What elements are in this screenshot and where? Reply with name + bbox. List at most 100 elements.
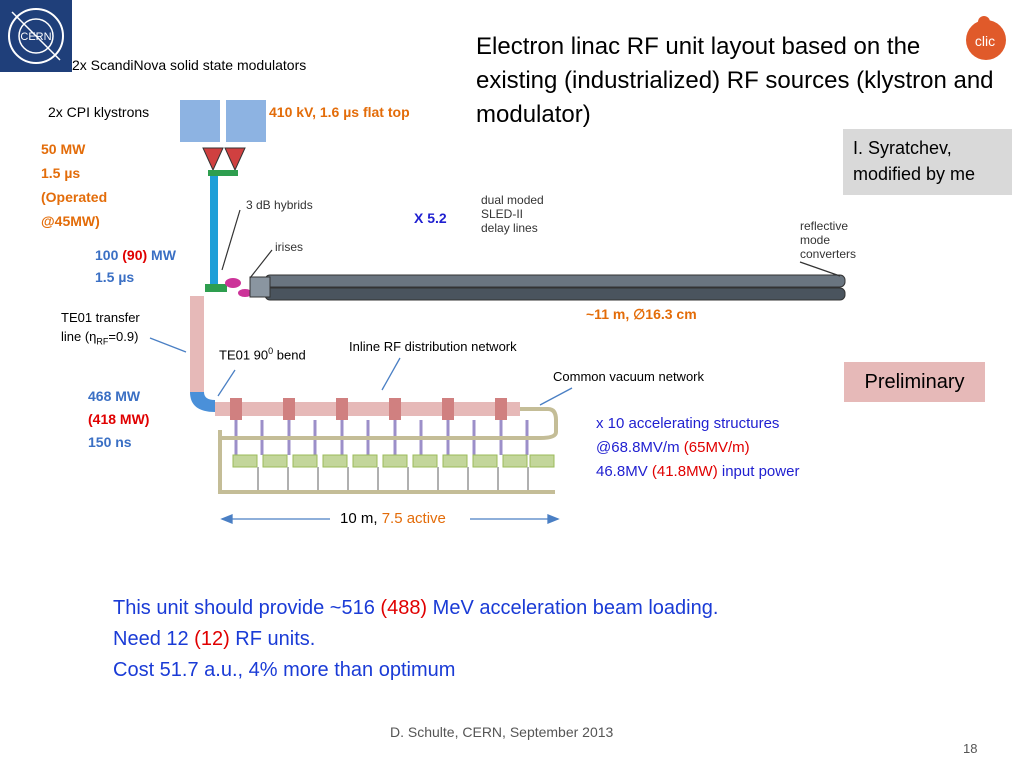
structures-count: x 10 accelerating structures [596,415,780,432]
delay-line-input [249,276,271,298]
operated-line-2: @45MW) [41,213,100,229]
te01-transfer-line [190,296,204,392]
summary-2b: (12) [194,628,230,650]
voltage-label: 410 kV, 1.6 µs flat top [269,104,410,120]
te01-eta-value: =0.9) [108,329,139,344]
rf-distribution-network [215,402,520,416]
vacuum-pumps [257,467,529,490]
summary-1b: (488) [380,597,428,619]
hybrid-bottom [205,284,227,292]
author-line-1: I. Syratchev, [853,138,952,158]
modulators-label: 2x ScandiNova solid state modulators [72,57,307,73]
reflective-line-3: converters [800,247,857,261]
sled-line-2: SLED-II [481,207,524,221]
converters-pointer [799,261,841,277]
summary-line-2: Need 12 (12) RF units. [113,624,718,655]
combined-power-unit: MW [151,247,176,263]
klystron-output-right [224,147,246,172]
summary-line-1: This unit should provide ~516 (488) MeV … [113,593,718,624]
reflective-line-1: reflective [800,219,849,233]
summary-2c: RF units. [229,628,316,650]
rf-loads [230,398,507,420]
klystron-output-spec: 50 MW 1.5 µs (Operated @45MW) [41,137,107,233]
vacuum-loop [220,407,558,440]
length-active: 7.5 active [381,510,446,527]
clic-logo-text: clic [975,33,995,49]
compressed-power-operated: (418 MW) [88,411,150,427]
power-suffix: input power [717,463,800,480]
gradient-nominal: @68.8MV/m [596,439,684,456]
preliminary-badge: Preliminary [844,362,985,402]
power-operated: (41.8MW) [651,463,718,480]
accelerating-structures [232,454,555,468]
power-nominal: 46.8MV [596,463,652,480]
author-box: I. Syratchev, modified by me [843,129,1012,195]
irises-label: irises [275,240,304,254]
combined-power-nominal: 100 [95,247,119,263]
operated-line-1: (Operated [41,189,108,205]
te01-bend-suffix: bend [273,347,306,363]
klystron-output-left [202,147,224,172]
structures-gradient: @68.8MV/m (65MV/m) [596,436,799,460]
klystron-right [226,100,266,142]
te01-transfer-label: TE01 transfer line (ηRF=0.9) [61,308,140,352]
structures-power: 46.8MV (41.8MW) input power [596,460,799,484]
klystron-power: 50 MW [41,141,86,157]
klystrons-label: 2x CPI klystrons [48,104,150,120]
page-number: 18 [963,741,978,756]
te01-eta: line (η [61,329,97,344]
x-factor-label: X 5.2 [414,210,447,226]
compressed-pulse: 150 ns [88,434,132,450]
compressed-power-spec: 468 MW (418 MW) 150 ns [88,385,149,454]
combined-power: 100 (90) MW [95,244,176,266]
vacuum-network-label: Common vacuum network [553,369,704,384]
cern-logo: CERN [0,0,72,72]
sled-label: dual moded SLED-II delay lines [481,193,544,235]
te01-bend-text: TE01 90 [219,347,269,363]
summary-1a: This unit should provide ~516 [113,597,381,619]
te01-transfer-line-2: line (ηRF=0.9) [61,327,140,352]
te01-eta-sub: RF [96,336,109,347]
summary-2a: Need 12 [113,628,195,650]
te01-bend [190,392,215,412]
te01-bend-sup: 0 [268,346,274,356]
waveguide-vertical [210,176,218,286]
delay-line-dims: ~11 m, ∅16.3 cm [586,306,697,322]
gradient-operated: (65MV/m) [683,439,750,456]
te01-bend-label: TE01 900 bend [219,346,306,362]
klystron-left [180,100,220,142]
cern-logo-text: CERN [20,31,51,43]
hybrids-label: 3 dB hybrids [246,198,313,212]
reflective-label: reflective mode converters [800,219,856,261]
compressed-power: 468 MW [88,388,141,404]
iris-1 [225,278,241,288]
sled-line-3: delay lines [481,221,538,235]
vacuum-network [218,430,555,494]
author-line-2: modified by me [853,164,976,184]
summary-1c: MeV acceleration beam loading. [427,597,719,619]
hybrid-top [208,170,238,176]
combined-power-spec: 100 (90) MW 1.5 µs [95,244,176,288]
structures-spec: x 10 accelerating structures @68.8MV/m (… [596,412,799,484]
irises-pointer [249,249,273,279]
delay-line-top [264,274,846,288]
length-label: 10 m, 7.5 active [340,510,446,527]
combined-power-operated: (90) [122,247,148,263]
hybrids-pointer [221,209,241,271]
sled-line-1: dual moded [481,193,544,207]
iris-2 [238,289,252,297]
reflective-line-2: mode [800,233,831,247]
combined-pulse: 1.5 µs [95,269,135,285]
delay-line-bottom [264,287,846,301]
inline-network-label: Inline RF distribution network [349,339,517,354]
length-total: 10 m, [340,510,382,527]
summary-line-3: Cost 51.7 a.u., 4% more than optimum [113,659,456,681]
te01-transfer-line-1: TE01 transfer [61,310,140,325]
footer: D. Schulte, CERN, September 2013 [390,724,614,740]
length-dimension [220,514,560,524]
summary-text: This unit should provide ~516 (488) MeV … [113,593,718,686]
callout-arrows [149,337,573,406]
clic-logo: clic [960,12,1010,64]
klystron-pulse: 1.5 µs [41,165,81,181]
